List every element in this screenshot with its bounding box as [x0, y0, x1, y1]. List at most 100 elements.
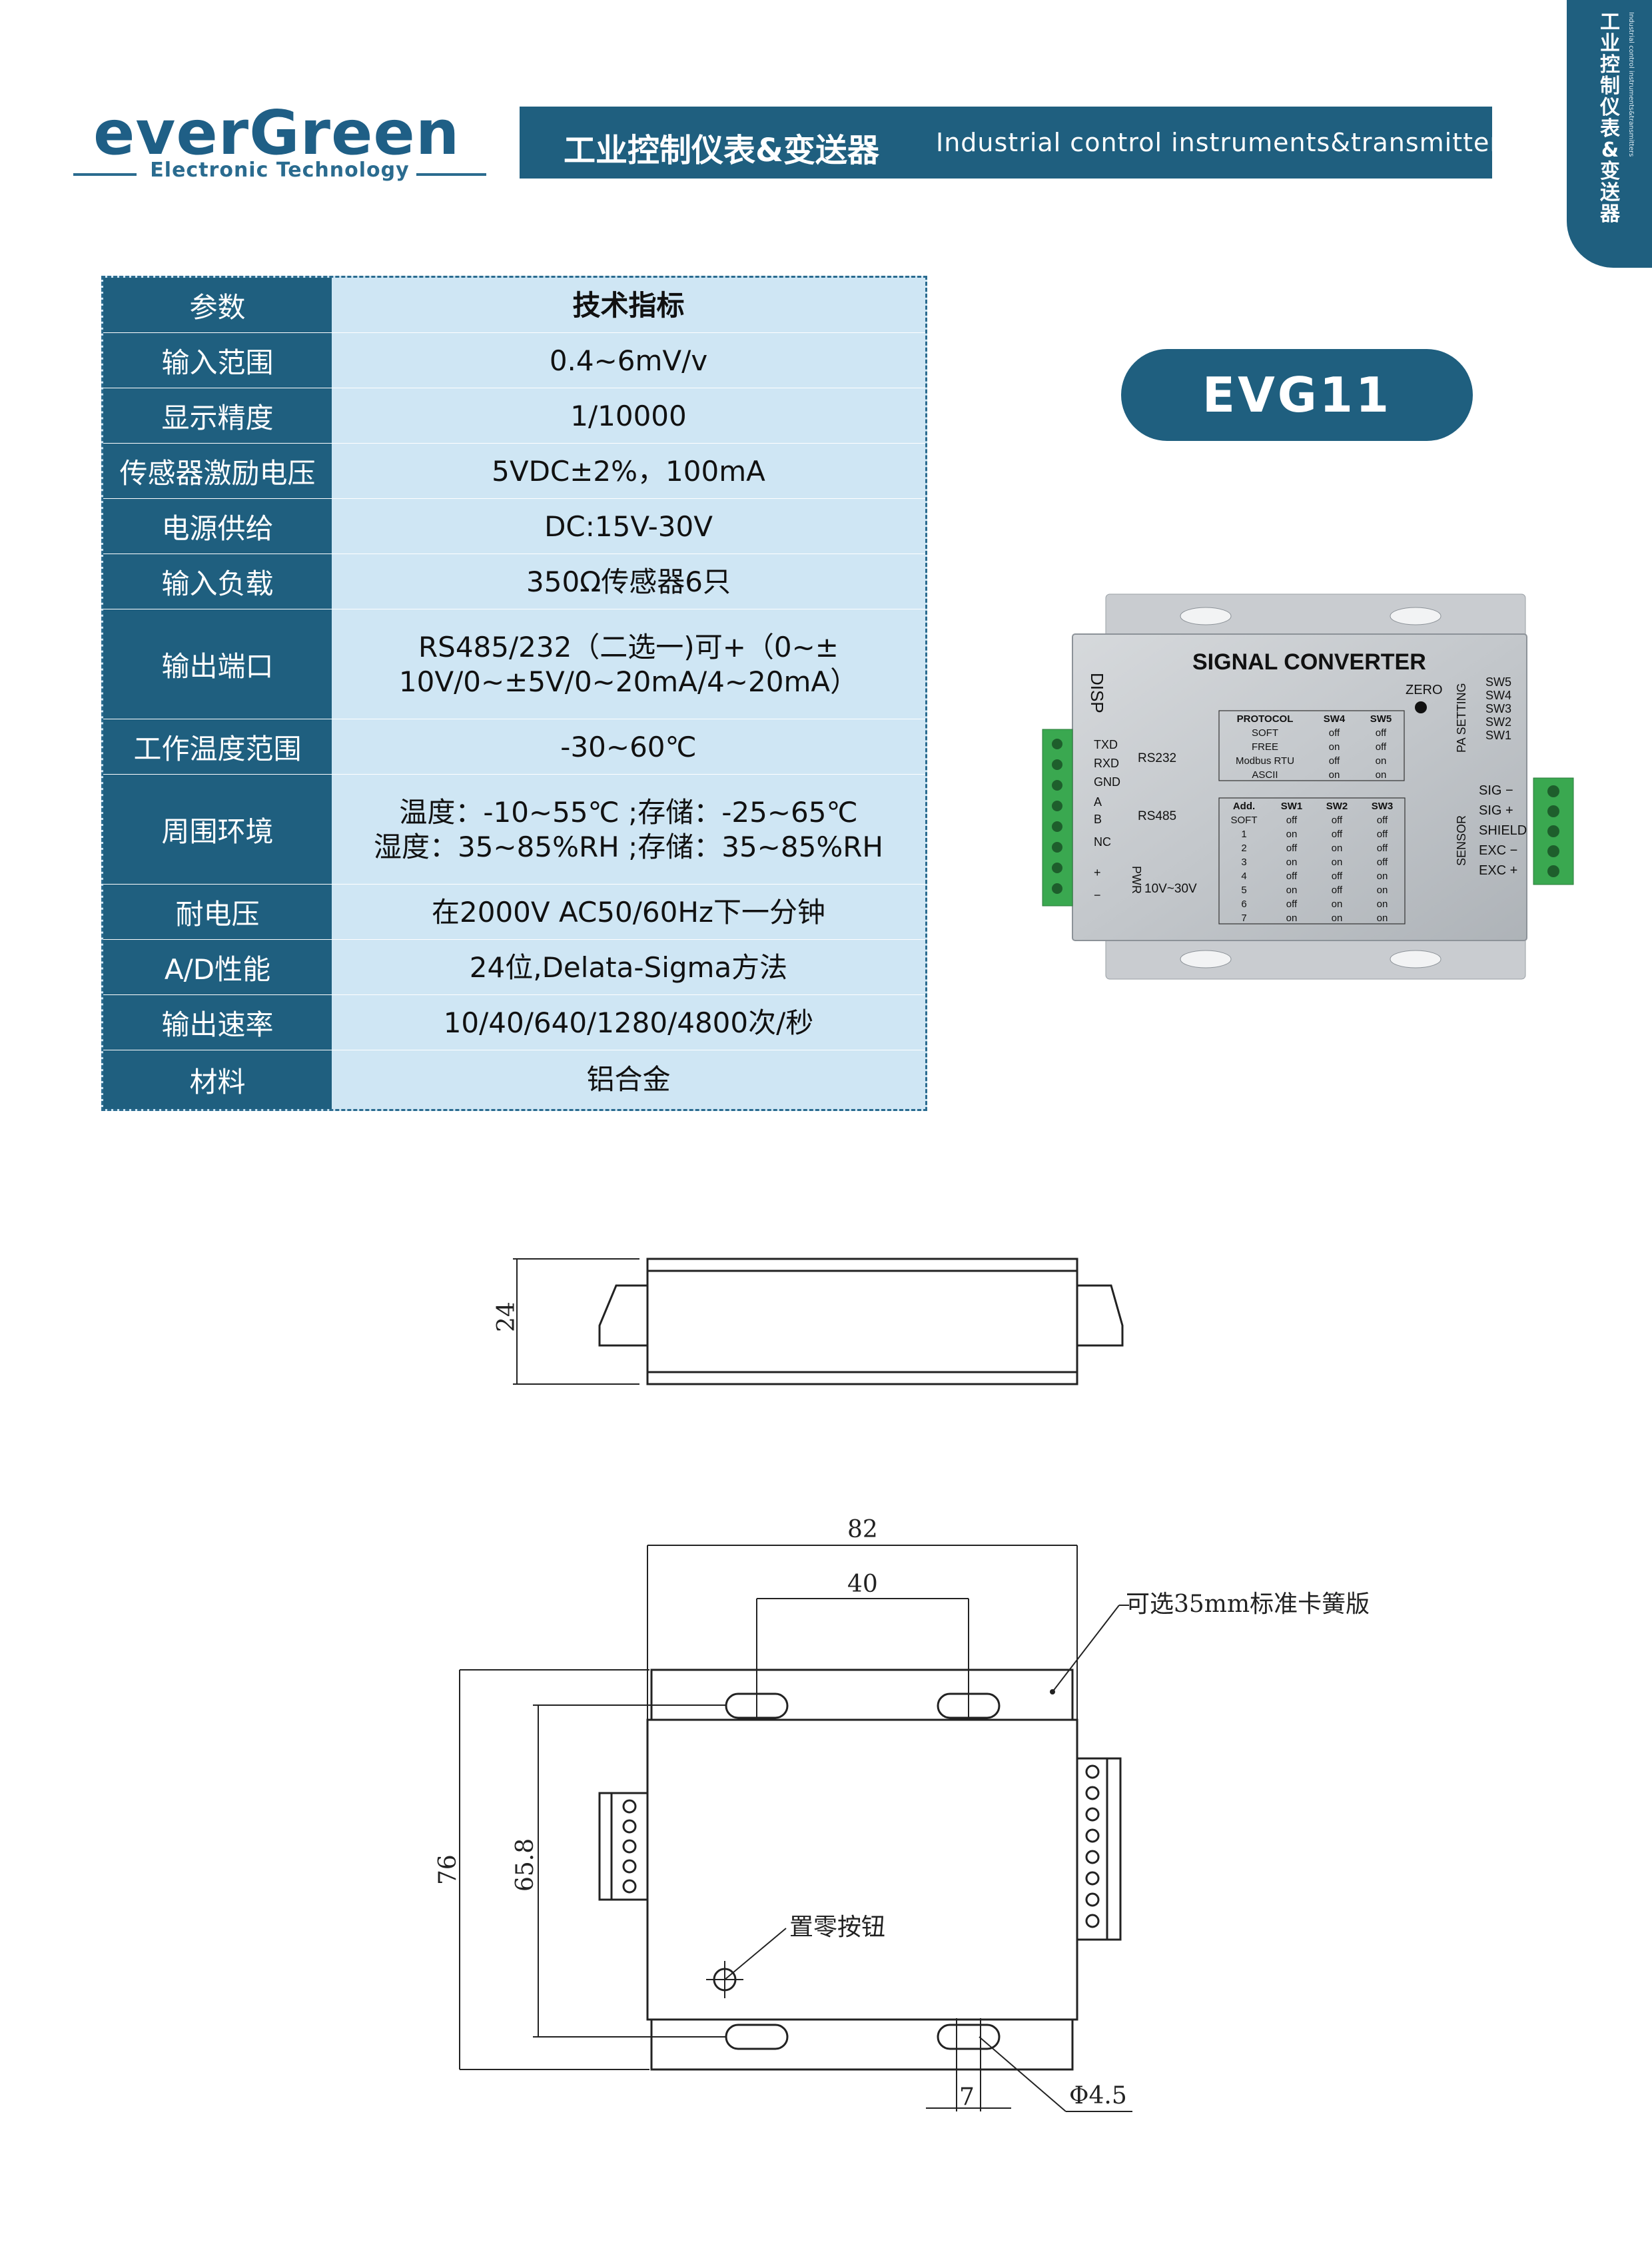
- dip-table-cell: 6: [1241, 899, 1246, 910]
- side-section-tab: [1567, 0, 1652, 268]
- dip-table-cell: on: [1377, 913, 1388, 924]
- top-mount-flange: [650, 1669, 1074, 1721]
- side-view-left-tab: [598, 1284, 647, 1347]
- side-tab-char: 仪: [1600, 96, 1620, 119]
- sensor-pin-label: SIG −: [1479, 783, 1513, 798]
- sensor-pin-label: SHIELD: [1479, 823, 1527, 838]
- dip-table-cell: off: [1332, 871, 1343, 882]
- row-key: 周围环境: [103, 775, 332, 885]
- terminal-pin-label: TXD: [1094, 738, 1118, 751]
- dip-table-cell: on: [1329, 769, 1340, 781]
- side-tab-sublabel: Industrial control instruments&transmitt…: [1627, 12, 1635, 157]
- device-title: SIGNAL CONVERTER: [1192, 649, 1426, 675]
- row-value-line: 温度：-10~55℃ ;存储：-25~65℃: [399, 795, 858, 829]
- row-value-line: 10V/0~±5V/0~20mA/4~20mA）: [398, 665, 859, 698]
- dip-table-cell: on: [1286, 857, 1298, 868]
- row-key: 电源供给: [103, 499, 332, 554]
- terminal-screw: [622, 1819, 637, 1834]
- table-row: 输出端口 RS485/232（二选一)可+（0~± 10V/0~±5V/0~20…: [103, 609, 925, 721]
- dip-table-cell: on: [1377, 885, 1388, 896]
- terminal-pin-label: NC: [1094, 835, 1111, 849]
- table-row: 电源供给 DC:15V-30V: [103, 499, 925, 556]
- dip-table-cell: off: [1376, 741, 1387, 753]
- dip-table-cell: on: [1329, 741, 1340, 753]
- dim-slot-spacing: 40: [847, 1571, 878, 1598]
- dip-table-cell: on: [1377, 899, 1388, 910]
- side-tab-char: 工: [1600, 11, 1620, 34]
- dip-table-cell: Modbus RTU: [1236, 755, 1294, 767]
- switch-label: SW3: [1485, 702, 1511, 715]
- table-header-key: 参数: [103, 278, 332, 333]
- logo-wordmark: everGreen: [93, 97, 460, 169]
- side-tab-char: 表: [1600, 117, 1620, 141]
- dip-table-header: SW2: [1326, 801, 1348, 812]
- side-tab-char: 变: [1600, 160, 1620, 183]
- row-value: 10/40/640/1280/4800次/秒: [332, 995, 925, 1050]
- mount-slot: [1180, 950, 1232, 968]
- zero-label: ZERO: [1406, 683, 1443, 697]
- dip-table: [1218, 710, 1405, 781]
- logo-divider-right: [416, 173, 486, 176]
- logo-divider-left: [73, 173, 137, 176]
- row-key: 输入范围: [103, 333, 332, 388]
- table-row: 传感器激励电压 5VDC±2%，100mA: [103, 444, 925, 501]
- terminal-screw: [1085, 1828, 1100, 1843]
- din-rail-note: 可选35mm标准卡簧版: [1126, 1591, 1370, 1618]
- table-row: 输入范围 0.4~6mV/v: [103, 333, 925, 390]
- dip-table-cell: SOFT: [1231, 815, 1258, 826]
- dip-table-header: SW5: [1370, 713, 1392, 725]
- dip-table-cell: on: [1286, 829, 1298, 840]
- dim-slot-width: 7: [959, 2083, 975, 2111]
- row-key: 输出端口: [103, 609, 332, 719]
- row-value: 铝合金: [332, 1050, 925, 1109]
- side-view-right-tab: [1077, 1284, 1124, 1347]
- table-header-value: 技术指标: [332, 278, 925, 333]
- row-value: 在2000V AC50/60Hz下一分钟: [332, 885, 925, 940]
- dimension-drawings: 24 82 40 76 65.8 7 Φ4.5 可选35mm标准卡簧版 置零按钮: [434, 1258, 1370, 2112]
- zero-button-icon[interactable]: [1415, 701, 1427, 713]
- dip-table-cell: off: [1376, 727, 1387, 739]
- side-tab-char: 业: [1600, 32, 1620, 55]
- left-terminal: [598, 1792, 649, 1901]
- terminal-pin-label: −: [1094, 889, 1101, 902]
- left-terminal-block: [1042, 729, 1073, 907]
- dip-table-header: SW3: [1372, 801, 1394, 812]
- terminal-screw: [1085, 1764, 1100, 1779]
- terminal-screw: [1085, 1807, 1100, 1822]
- row-key: A/D性能: [103, 940, 332, 995]
- banner-title-cn: 工业控制仪表&变送器: [564, 132, 879, 169]
- rs485-label: RS485: [1138, 809, 1176, 823]
- dip-table-cell: 5: [1241, 885, 1246, 896]
- terminal-pin-label: RXD: [1094, 757, 1119, 770]
- table-row: 输出速率 10/40/640/1280/4800次/秒: [103, 995, 925, 1052]
- table-row: 显示精度 1/10000: [103, 388, 925, 446]
- dip-table-cell: SOFT: [1252, 727, 1278, 739]
- dip-table-cell: off: [1329, 727, 1340, 739]
- dip-table-cell: on: [1332, 899, 1343, 910]
- dip-table-header: SW1: [1281, 801, 1303, 812]
- dip-table-cell: off: [1286, 843, 1298, 854]
- right-terminal: [1076, 1757, 1122, 1941]
- mount-slot: [1390, 607, 1442, 625]
- sensor-pin-label: EXC −: [1479, 843, 1517, 858]
- sensor-pin-label: SIG +: [1479, 803, 1513, 818]
- row-value-line: 湿度：35~85%RH ;存储：35~85%RH: [373, 830, 883, 863]
- table-row: 工作温度范围 -30~60℃: [103, 719, 925, 777]
- terminal-screw: [622, 1859, 637, 1874]
- terminal-screw: [622, 1799, 637, 1814]
- company-logo: everGreen Electronic Technology: [73, 100, 486, 187]
- dip-table-cell: off: [1377, 829, 1388, 840]
- banner-title-en: Industrial control instruments&transmitt…: [936, 128, 1515, 157]
- terminal-screw: [1085, 1871, 1100, 1886]
- dip-table-cell: off: [1286, 871, 1298, 882]
- row-value: 1/10000: [332, 388, 925, 444]
- terminal-pin-label: A: [1094, 795, 1102, 809]
- row-value: 350Ω传感器6只: [332, 554, 925, 609]
- dip-table-cell: on: [1332, 913, 1343, 924]
- table-row: 材料 铝合金: [103, 1050, 925, 1109]
- dip-table-cell: off: [1377, 815, 1388, 826]
- row-value-line: RS485/232（二选一)可+（0~±: [418, 630, 839, 663]
- dim-overall-height: 76: [434, 1854, 462, 1885]
- side-tab-char: 器: [1600, 202, 1620, 226]
- zero-button-note: 置零按钮: [789, 1914, 885, 1941]
